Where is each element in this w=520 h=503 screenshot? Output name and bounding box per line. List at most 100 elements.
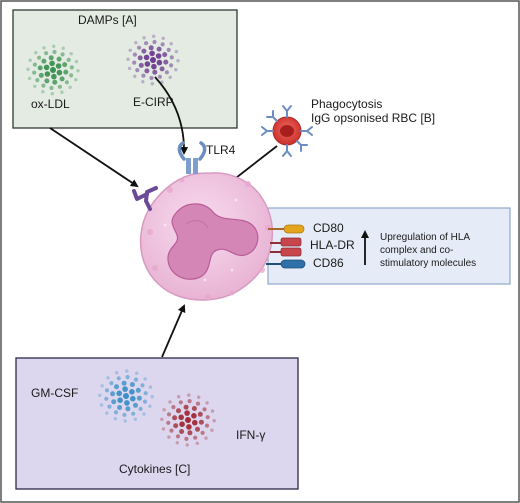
particle-dot xyxy=(142,399,148,404)
particle-dot xyxy=(192,419,198,426)
particle-dot xyxy=(37,55,42,60)
particle-dot xyxy=(210,428,214,432)
particle-dot xyxy=(100,384,104,388)
particle-dot xyxy=(144,41,149,46)
particle-dot xyxy=(62,62,68,68)
particle-dot xyxy=(164,70,169,75)
particle-dot xyxy=(151,63,157,70)
upregulation-note-line-2: complex and co- xyxy=(380,245,454,256)
particle-dot xyxy=(111,399,117,405)
particle-dot xyxy=(128,48,132,52)
particle-dot xyxy=(138,406,143,411)
particle-dot xyxy=(191,413,197,419)
cytokines-title: Cytokines [C] xyxy=(119,462,191,476)
particle-dot xyxy=(173,423,179,429)
particle-dot xyxy=(135,371,139,375)
particle-dot xyxy=(34,51,38,55)
particle-dot xyxy=(60,52,65,57)
particle-dot xyxy=(125,369,129,373)
particle-dot xyxy=(117,405,123,410)
particle-dot xyxy=(49,60,55,67)
particle-dot xyxy=(198,419,204,425)
particle-dot xyxy=(155,53,162,59)
particle-dot xyxy=(177,395,181,399)
particle-dot xyxy=(127,66,132,71)
upregulation-note-line-1: Upregulation of HLA xyxy=(380,232,471,243)
particle-dot xyxy=(44,51,49,56)
damps-title: DAMPs [A] xyxy=(78,13,137,27)
particle-dot xyxy=(68,85,72,90)
particle-dot xyxy=(27,76,32,81)
particle-dot xyxy=(125,375,130,380)
particle-dot xyxy=(116,390,122,397)
particle-dot xyxy=(141,80,145,84)
particle-dot xyxy=(205,401,209,405)
ifn-gamma-label: IFN-γ xyxy=(236,428,266,442)
particle-dot xyxy=(133,402,138,408)
cd80-label: CD80 xyxy=(313,221,344,235)
particle-dot xyxy=(200,430,205,435)
ox-ldl-label: ox-LDL xyxy=(31,97,70,111)
particle-dot xyxy=(74,59,79,64)
particle-dot xyxy=(183,404,189,410)
particle-dot xyxy=(134,41,138,45)
particle-dot xyxy=(69,73,74,78)
particle-dot xyxy=(61,46,65,50)
particle-dot xyxy=(178,400,183,405)
receptor-left-icon xyxy=(132,186,158,211)
particle-dot xyxy=(60,90,64,94)
particle-dot xyxy=(195,401,201,406)
particle-dot xyxy=(175,441,179,445)
particle-dot xyxy=(52,79,58,85)
particle-dot xyxy=(52,44,56,48)
cytokines-box xyxy=(15,357,299,490)
particle-dot xyxy=(156,59,163,66)
particle-dot xyxy=(51,73,57,80)
cd86-molecule-icon xyxy=(266,259,306,269)
cd86-label: CD86 xyxy=(313,256,344,270)
particle-dot xyxy=(187,430,193,436)
upregulation-note-line-3: stimulatory molecules xyxy=(380,258,477,269)
particle-dot xyxy=(152,39,157,45)
particle-dot xyxy=(98,393,102,397)
particle-dot xyxy=(152,69,158,75)
particle-dot xyxy=(99,403,104,407)
particle-dot xyxy=(187,393,191,397)
particle-dot xyxy=(50,92,54,96)
particle-dot xyxy=(117,397,123,404)
particle-dot xyxy=(161,427,166,431)
particle-dot xyxy=(195,426,200,432)
particle-dot xyxy=(113,417,118,421)
particle-dot xyxy=(113,410,119,415)
particle-dot xyxy=(122,412,127,417)
gm-csf-label: GM-CSF xyxy=(31,386,79,400)
e-cirp-particle-cluster xyxy=(126,34,180,86)
particle-dot xyxy=(150,57,156,63)
particle-dot xyxy=(133,377,139,382)
particle-dot xyxy=(166,412,172,417)
particle-dot xyxy=(178,414,184,421)
particle-dot xyxy=(132,52,137,57)
particle-dot xyxy=(162,52,168,58)
particle-dot xyxy=(185,443,189,447)
particle-dot xyxy=(171,405,176,410)
particle-dot xyxy=(142,412,146,416)
particle-dot xyxy=(169,42,173,46)
particle-dot xyxy=(157,74,162,79)
particle-dot xyxy=(52,49,57,55)
particle-dot xyxy=(176,59,180,63)
particle-dot xyxy=(143,54,150,61)
particle-dot xyxy=(197,411,203,417)
particle-dot xyxy=(149,75,154,81)
particle-dot xyxy=(116,376,121,381)
particle-dot xyxy=(41,83,46,88)
igg-rbc-label: IgG opsonised RBC [B] xyxy=(311,111,436,125)
particle-dot xyxy=(129,382,135,387)
particle-dot xyxy=(44,78,50,84)
particle-dot xyxy=(125,406,131,412)
particle-dot xyxy=(186,424,192,430)
particle-dot xyxy=(109,381,114,386)
particle-dot xyxy=(123,419,127,423)
